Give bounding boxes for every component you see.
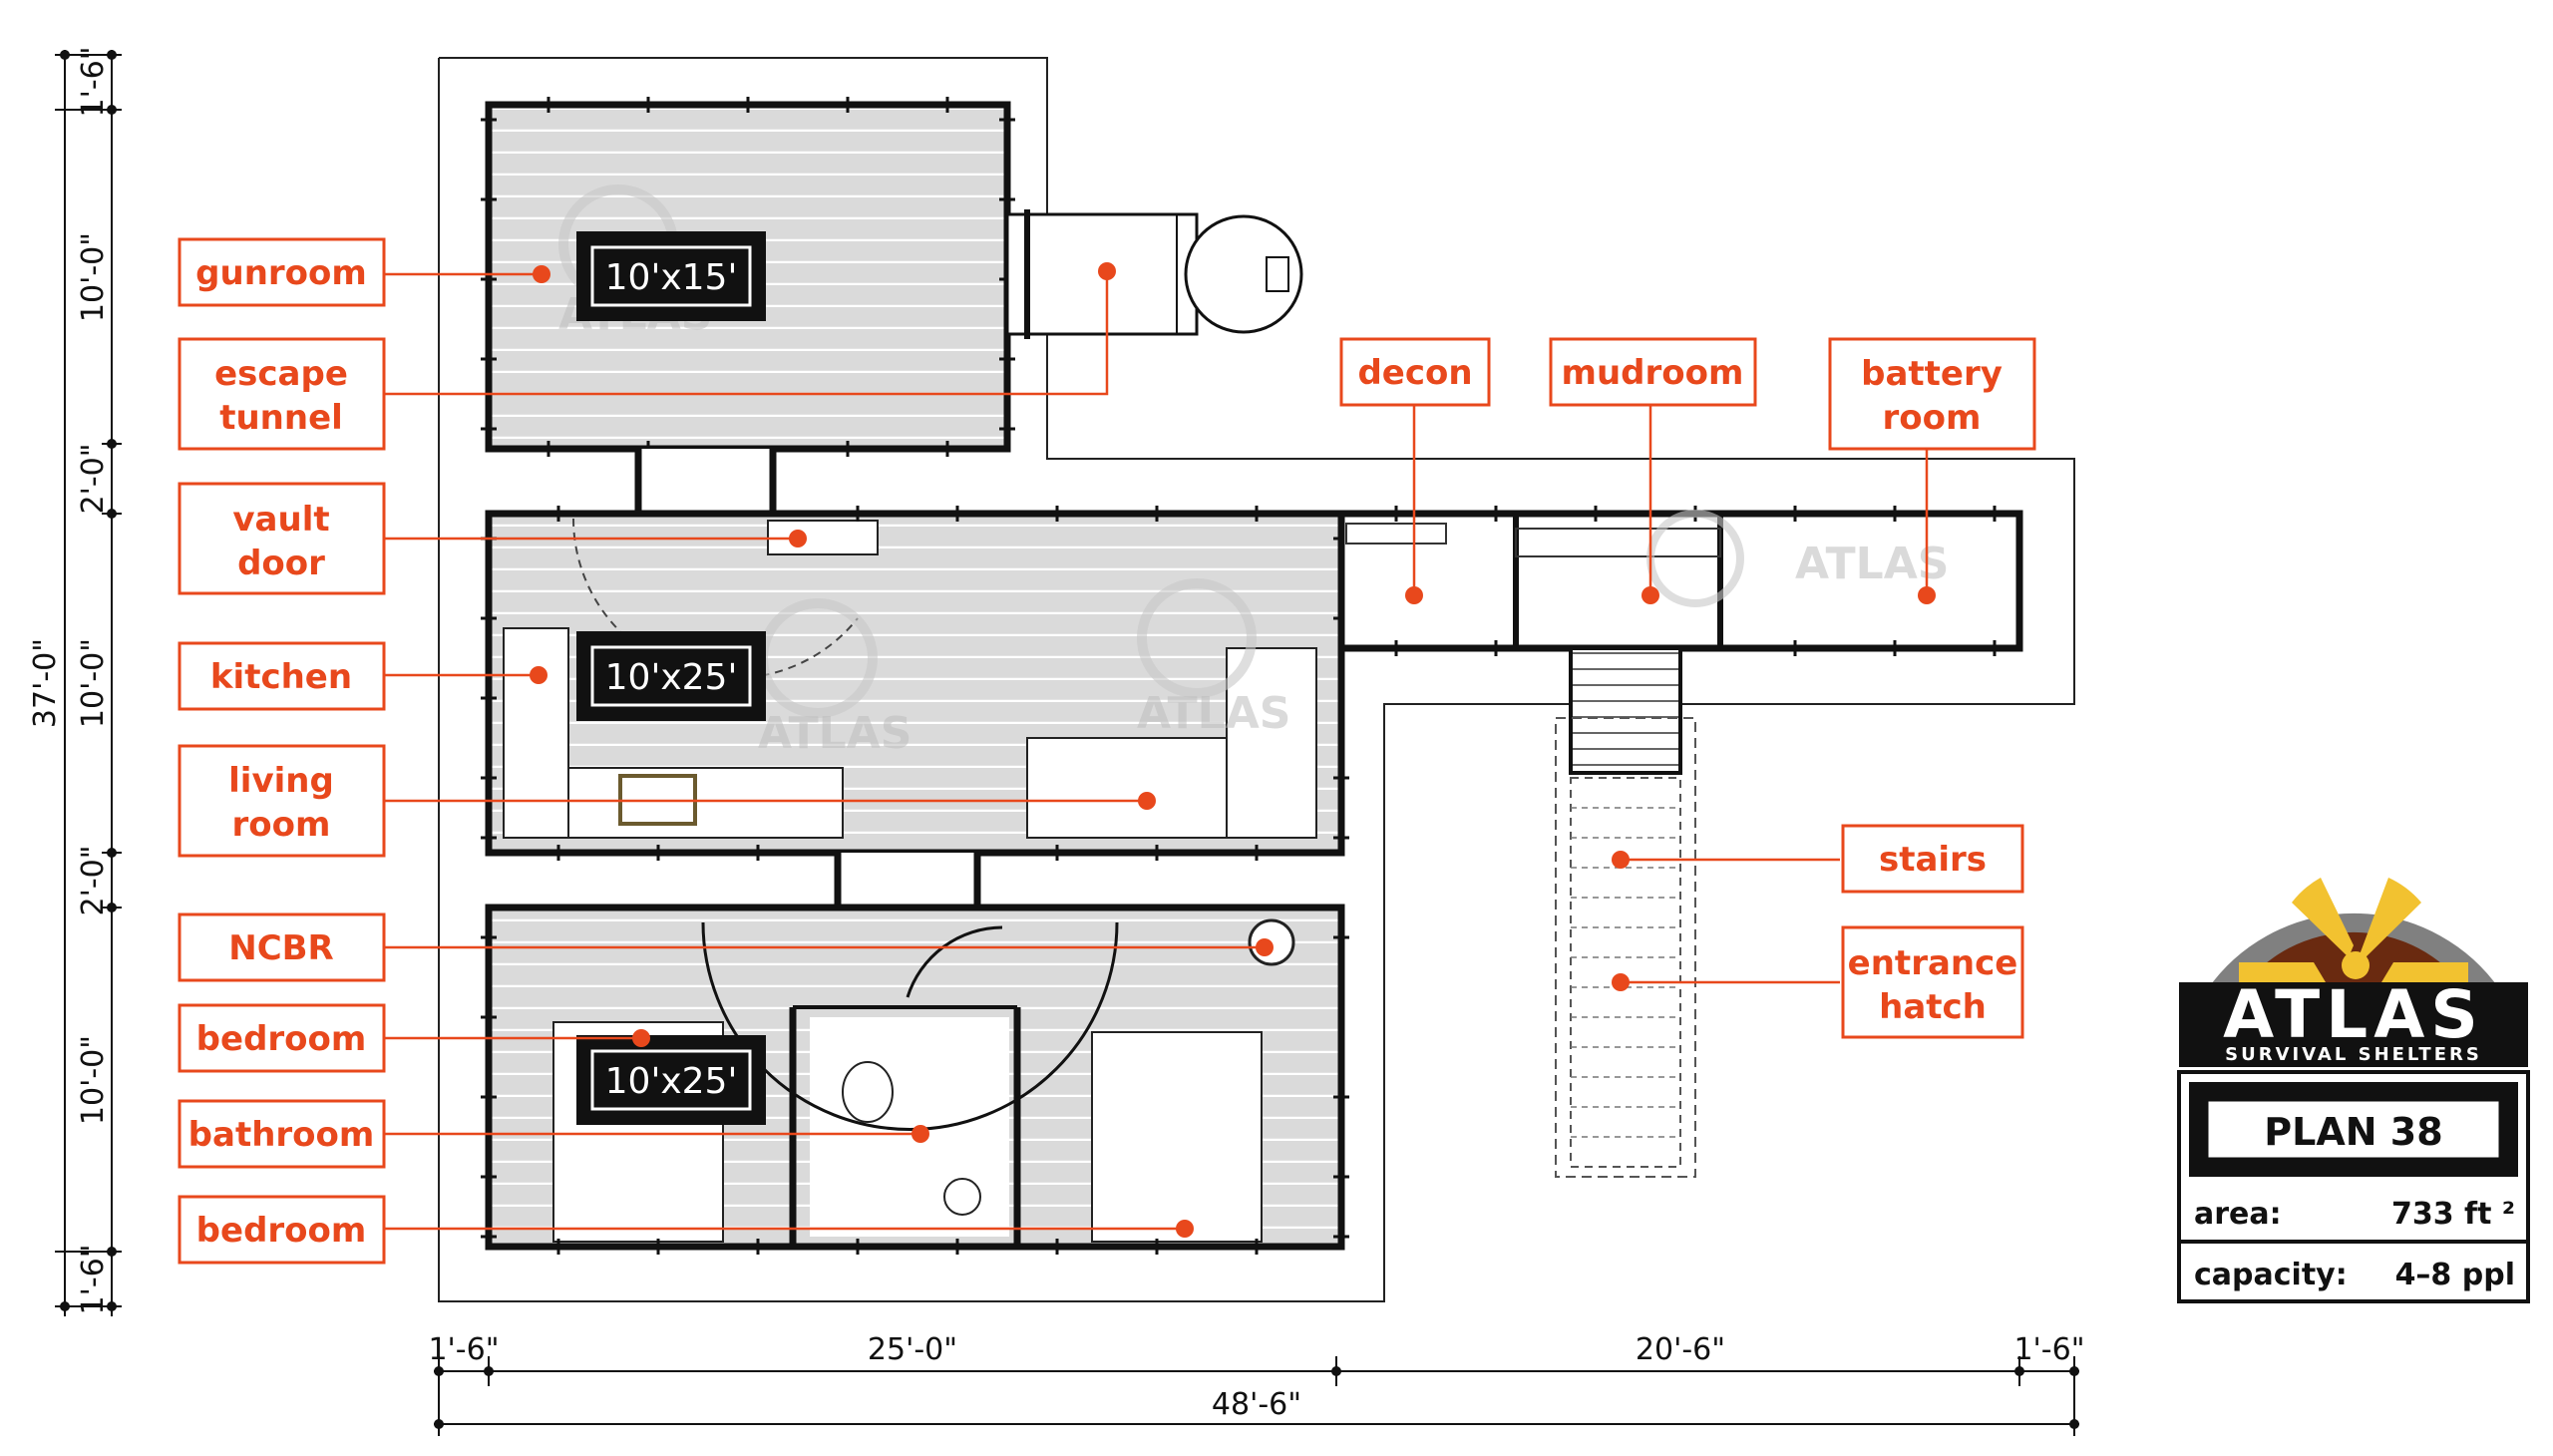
stairs-module (1555, 646, 1696, 1178)
logo-subtitle: SURVIVAL SHELTERS (2225, 1044, 2482, 1065)
svg-text:decon: decon (1357, 353, 1472, 393)
svg-text:mudroom: mudroom (1562, 353, 1744, 393)
connector-lower (834, 853, 981, 908)
room-tag-main: 10'x25' (576, 631, 766, 721)
svg-text:10'x25': 10'x25' (605, 657, 738, 698)
svg-text:tunnel: tunnel (219, 398, 343, 438)
watermark-brand: ATLAS (1137, 688, 1290, 739)
label-battery-room: battery room (1828, 337, 2036, 451)
capacity-value: 4–8 ppl (2395, 1258, 2515, 1292)
svg-text:battery: battery (1861, 354, 2003, 394)
label-bedroom-1: bedroom (178, 1003, 386, 1073)
watermark-brand: ATLAS (1795, 539, 1949, 589)
watermark-brand: ATLAS (758, 708, 912, 759)
svg-text:10'-0": 10'-0" (76, 638, 111, 728)
svg-text:living: living (228, 761, 334, 801)
label-ncbr: NCBR (178, 912, 386, 982)
svg-text:2'-0": 2'-0" (76, 443, 111, 514)
svg-text:room: room (1883, 398, 1982, 438)
svg-text:48'-6": 48'-6" (1212, 1387, 1301, 1422)
svg-text:escape: escape (214, 354, 348, 394)
svg-text:vault: vault (232, 500, 329, 540)
svg-text:bedroom: bedroom (196, 1211, 367, 1251)
area-label: area: (2194, 1197, 2282, 1232)
svg-text:10'x25': 10'x25' (605, 1061, 738, 1102)
label-vault-door: vault door (178, 482, 386, 595)
area-value: 733 ft ² (2391, 1197, 2515, 1232)
svg-text:10'-0": 10'-0" (76, 1035, 111, 1125)
leader-lines (384, 262, 1936, 1238)
svg-text:door: door (237, 544, 325, 583)
escape-tunnel (1005, 209, 1303, 339)
dimension-bottom: 1'-6" 25'-0" 20'-6" 1'-6" 48'-6" (428, 1332, 2085, 1436)
capacity-label: capacity: (2194, 1258, 2348, 1292)
svg-text:kitchen: kitchen (210, 657, 352, 697)
plan-info-panel: PLAN 38 area: 733 ft ² capacity: 4–8 ppl (2177, 1070, 2530, 1303)
label-bathroom: bathroom (178, 1099, 386, 1169)
svg-text:1'-6": 1'-6" (428, 1332, 499, 1367)
svg-text:2'-0": 2'-0" (76, 845, 111, 915)
bedroom-module (481, 904, 1349, 1255)
label-bedroom-2: bedroom (178, 1195, 386, 1265)
svg-text:gunroom: gunroom (195, 253, 367, 293)
atlas-logo: ATLAS SURVIVAL SHELTERS (2179, 878, 2528, 1067)
label-decon: decon (1339, 337, 1491, 407)
svg-text:1'-6": 1'-6" (76, 1244, 111, 1314)
svg-text:1'-6": 1'-6" (76, 46, 111, 117)
site-outline (438, 57, 2075, 1302)
dimension-left: 37'-0" 1'-6" 10'-0" 2'-0" 10'-0" 2'-0" 1… (28, 46, 122, 1316)
label-entrance-hatch: entrance hatch (1841, 925, 2024, 1039)
label-gunroom: gunroom (178, 237, 386, 307)
svg-text:stairs: stairs (1879, 840, 1987, 880)
svg-text:1'-6": 1'-6" (2013, 1332, 2084, 1367)
svg-text:25'-0": 25'-0" (868, 1332, 957, 1367)
plan-name: PLAN 38 (2264, 1110, 2442, 1154)
svg-text:37'-0": 37'-0" (28, 638, 63, 728)
room-tag-gunroom: 10'x15' (576, 231, 766, 321)
svg-text:entrance: entrance (1848, 943, 2018, 983)
svg-text:10'x15': 10'x15' (605, 257, 738, 298)
svg-text:10'-0": 10'-0" (76, 232, 111, 322)
corridor-module (1337, 506, 2023, 656)
label-stairs: stairs (1841, 824, 2024, 894)
svg-text:20'-6": 20'-6" (1636, 1332, 1725, 1367)
svg-text:room: room (232, 805, 331, 845)
svg-text:NCBR: NCBR (228, 928, 334, 968)
connector-upper (634, 449, 777, 514)
label-kitchen: kitchen (178, 641, 386, 711)
label-living-room: living room (178, 744, 386, 858)
logo-brand: ATLAS (2223, 976, 2484, 1053)
svg-text:hatch: hatch (1879, 987, 1987, 1027)
label-escape-tunnel: escape tunnel (178, 337, 386, 451)
svg-text:bathroom: bathroom (188, 1115, 375, 1155)
label-mudroom: mudroom (1549, 337, 1757, 407)
room-tag-bedroom: 10'x25' (576, 1035, 766, 1125)
svg-text:bedroom: bedroom (196, 1019, 367, 1059)
